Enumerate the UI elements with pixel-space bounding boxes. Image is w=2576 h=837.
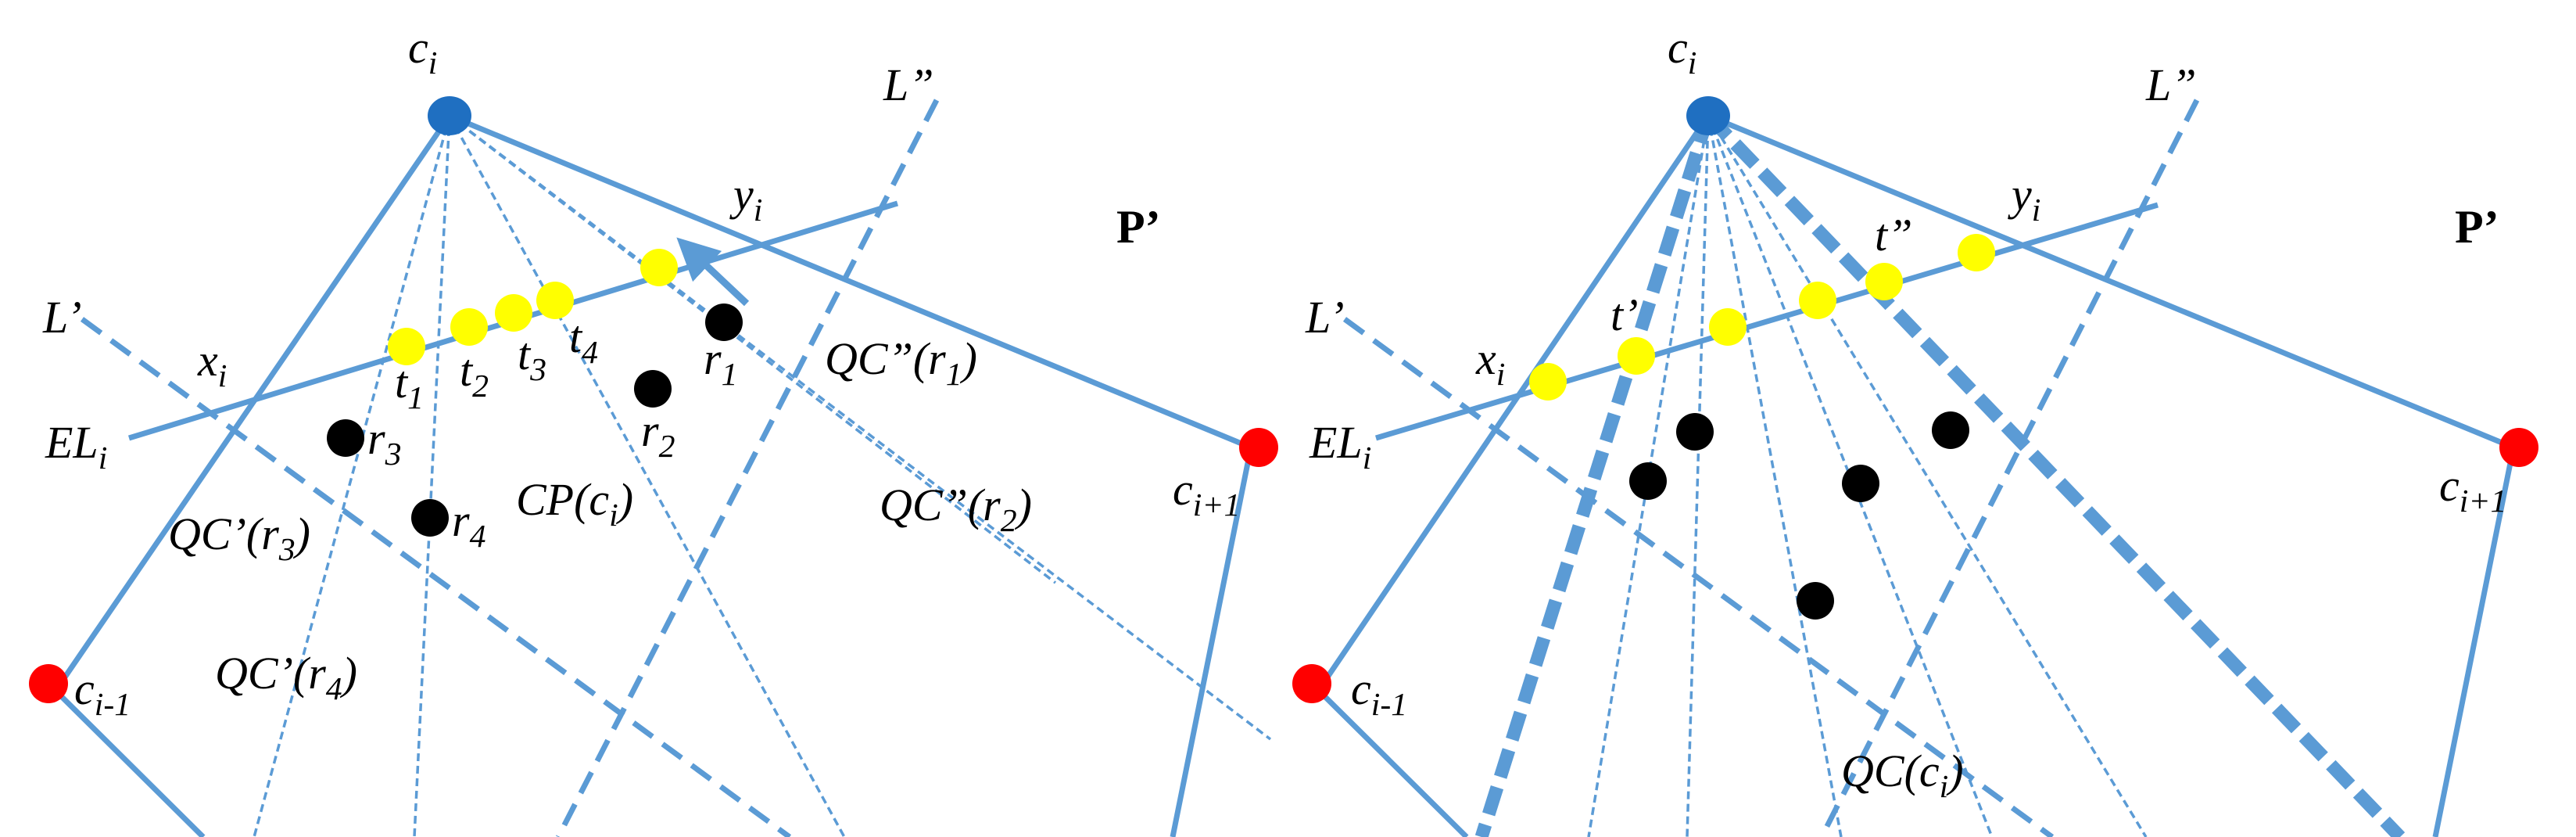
label-qc-dd-r2: QC”(r2) — [880, 480, 1032, 539]
edge-ci-plus1-down — [1170, 447, 1254, 837]
l-dprime-line — [555, 99, 940, 837]
ray-right-4 — [1707, 115, 1994, 837]
ray-right-5 — [1707, 115, 2148, 837]
edge-ci-ci-plus1-right — [1707, 113, 2515, 451]
label-r2: r2 — [641, 405, 675, 465]
label-qc-d-r4: QC’(r4) — [215, 648, 357, 707]
label-ci-plus1: ci+1 — [1173, 464, 1240, 523]
vertex-ci-minus1 — [29, 664, 68, 703]
point-t-prime — [1618, 337, 1655, 375]
label-l-prime: L’ — [42, 292, 81, 343]
label-t-prime: t’ — [1610, 289, 1638, 340]
label-r1: r1 — [704, 333, 737, 393]
ray-right-3 — [1707, 115, 1843, 837]
ray-qc-far — [448, 114, 1272, 741]
label-ci: ci — [408, 22, 437, 81]
l-prime-line — [80, 317, 792, 837]
label-t3: t3 — [518, 329, 546, 388]
point-t2 — [450, 308, 488, 346]
point-r1 — [705, 304, 743, 341]
label-el-i: ELi — [45, 417, 107, 476]
point-black-right-5 — [1797, 582, 1834, 620]
label-l-dprime: L” — [883, 59, 934, 110]
point-black-right-4 — [1932, 411, 1969, 449]
ray-qc-r2 — [448, 115, 846, 837]
label-qc-d-r3: QC’(r3) — [168, 508, 310, 568]
el-line-right — [1375, 202, 2159, 441]
vertex-ci-minus1-right — [1292, 664, 1331, 703]
panel-left: ci ci+1 ci-1 P’ L’ L” ELi xi yi t1 t2 t3… — [29, 22, 1278, 837]
vertex-ci-right — [1686, 96, 1730, 135]
label-cp: CP(ci) — [516, 474, 633, 533]
vertex-ci — [428, 96, 471, 135]
point-black-right-1 — [1676, 413, 1714, 451]
label-qc-dd-r1: QC”(r1) — [825, 333, 977, 393]
label-ci-minus1-right: ci-1 — [1351, 663, 1407, 723]
l-prime-line-right — [1342, 317, 2055, 837]
label-qc-ci: QC(ci) — [1841, 745, 1964, 805]
label-t2: t2 — [460, 345, 489, 404]
direction-arrow — [676, 237, 750, 307]
point-yellow-right-4 — [1799, 282, 1836, 319]
label-x-i: xi — [197, 335, 227, 394]
label-ci-minus1: ci-1 — [74, 663, 131, 723]
qc-boundary-right — [1703, 111, 2406, 837]
label-l-dprime-right: L” — [2145, 59, 2197, 110]
label-t1: t1 — [395, 357, 424, 416]
point-yellow-right-6 — [1958, 234, 1995, 271]
ray-right-2 — [1686, 115, 1710, 837]
label-x-i-right: xi — [1475, 333, 1505, 393]
edge-ci-minus1-down-right — [1309, 681, 1469, 837]
label-y-i-right: yi — [2008, 169, 2040, 228]
label-t4: t4 — [569, 311, 598, 371]
point-r2 — [634, 370, 672, 408]
vertex-ci-plus1-right — [2499, 428, 2538, 467]
label-ci-right: ci — [1668, 22, 1696, 81]
point-t4 — [536, 282, 574, 319]
point-r3 — [327, 419, 364, 457]
point-black-right-3 — [1842, 465, 1879, 502]
edge-ci-plus1-down-right — [2432, 447, 2517, 837]
label-r3: r3 — [367, 413, 401, 472]
edge-ci-minus1-down — [46, 681, 206, 837]
point-yellow-right-3 — [1709, 308, 1747, 346]
label-p-prime-right: P’ — [2455, 201, 2499, 253]
panel-right: ci ci+1 ci-1 P’ L’ L” ELi xi yi t’ t” QC… — [1292, 22, 2538, 837]
qc-boundary-left — [1474, 113, 1715, 837]
label-r4: r4 — [452, 495, 485, 555]
point-xi-right — [1529, 363, 1567, 401]
vertex-ci-plus1 — [1239, 428, 1278, 467]
edge-ci-ci-plus1 — [448, 113, 1252, 451]
label-y-i: yi — [729, 169, 762, 228]
l-dprime-line-right — [1818, 99, 2200, 837]
point-t3 — [495, 294, 532, 332]
label-el-i-right: ELi — [1309, 417, 1371, 476]
label-l-prime-right: L’ — [1305, 292, 1344, 343]
label-p-prime: P’ — [1116, 201, 1161, 253]
label-t-dprime: t” — [1875, 210, 1912, 260]
point-yellow-top — [640, 249, 678, 286]
ray-qc-r4 — [413, 115, 451, 837]
point-r4 — [411, 499, 449, 537]
point-black-right-2 — [1629, 462, 1667, 500]
point-t-dprime — [1865, 263, 1903, 300]
label-ci-plus1-right: ci+1 — [2439, 460, 2506, 519]
point-t1 — [388, 328, 425, 365]
